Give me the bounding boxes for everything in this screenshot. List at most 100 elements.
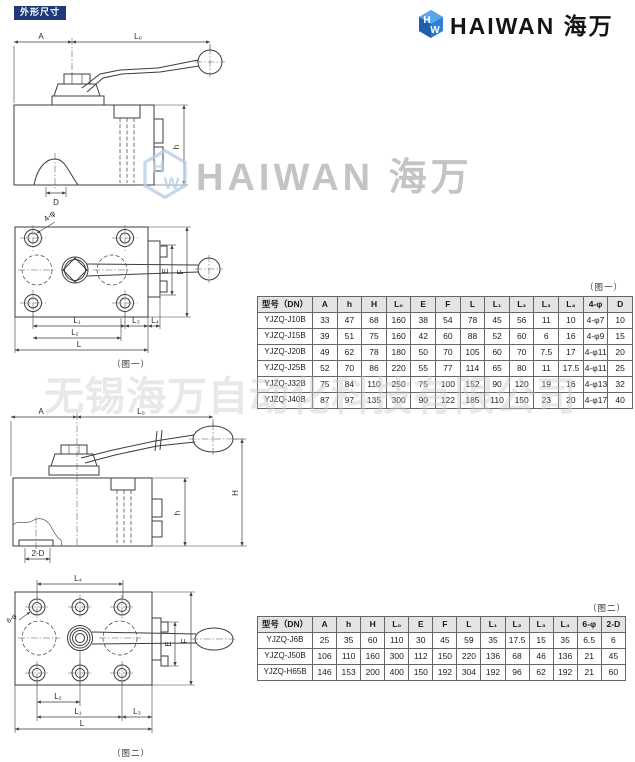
model-cell: YJZQ-J20B	[257, 344, 313, 361]
value-cell: 150	[408, 664, 434, 681]
dim-label-L: L	[77, 340, 82, 349]
value-cell: 114	[459, 360, 486, 377]
value-cell: 49	[312, 344, 338, 361]
column-header: 2-D	[600, 616, 627, 633]
value-cell: 4-φ7	[582, 312, 609, 329]
value-cell: 122	[435, 392, 461, 409]
value-cell: 112	[408, 648, 434, 665]
column-header: L₄	[552, 616, 578, 633]
value-cell: 30	[408, 632, 434, 649]
value-cell: 180	[385, 344, 412, 361]
value-cell: 35	[336, 632, 362, 649]
value-cell: 110	[384, 632, 410, 649]
model-cell: YJZQ-J40B	[257, 392, 313, 409]
model-cell: YJZQ-J15B	[257, 328, 313, 345]
model-cell: YJZQ-J6B	[257, 632, 313, 649]
dim-label-E: E	[161, 268, 170, 273]
dimension-2D	[24, 548, 51, 563]
value-cell: 15	[528, 632, 554, 649]
value-cell: 160	[385, 312, 412, 329]
lever-handle	[91, 627, 237, 651]
column-header: E	[408, 616, 434, 633]
value-cell: 16	[558, 328, 584, 345]
dim-label-D: D	[53, 198, 59, 207]
column-header: L₂	[504, 616, 530, 633]
value-cell: 150	[508, 392, 535, 409]
value-cell: 97	[336, 392, 363, 409]
value-cell: 192	[432, 664, 458, 681]
dim-label-h: h	[172, 145, 181, 149]
dimension-D	[45, 187, 67, 197]
fig2-drawing-label: （图二）	[112, 748, 151, 758]
valve-stem	[48, 444, 100, 476]
value-cell: 4-φ11	[582, 360, 609, 377]
stem-rings	[67, 625, 93, 651]
value-cell: 146	[311, 664, 338, 681]
value-cell: 250	[385, 376, 412, 393]
model-cell: YJZQ-J32B	[257, 376, 313, 393]
value-cell: 75	[312, 376, 338, 393]
table1-caption: （图一）	[585, 282, 624, 292]
dim-label-h: h	[173, 511, 182, 515]
column-header: L₀	[385, 296, 412, 313]
bottom-dimensions	[14, 651, 153, 733]
value-cell: 86	[361, 360, 387, 377]
value-cell: 20	[558, 392, 584, 409]
dim-label-L0: L₀	[137, 407, 145, 416]
dim-label-4-phi: 4-φ	[42, 209, 57, 224]
dim-label-L4: L₄	[74, 574, 82, 583]
value-cell: 45	[432, 632, 458, 649]
dim-label-E: E	[164, 641, 173, 646]
valve-body	[13, 104, 164, 190]
value-cell: 21	[576, 648, 602, 665]
side-view-drawing-fig2: A L₀	[10, 407, 247, 563]
dim-label-2D: 2-D	[32, 549, 45, 558]
value-cell: 106	[311, 648, 338, 665]
value-cell: 60	[600, 664, 627, 681]
column-header: A	[311, 616, 338, 633]
value-cell: 120	[508, 376, 535, 393]
dimension-lines	[13, 38, 211, 103]
bolt-holes	[25, 595, 134, 685]
dim-label-H: H	[231, 490, 240, 496]
dim-label-L3: L₃	[133, 707, 141, 716]
section-badge: 外形尺寸	[14, 6, 67, 20]
dimension-h-H	[152, 438, 247, 547]
value-cell: 136	[552, 648, 578, 665]
hexagon-cube-logo-icon: H W	[419, 10, 443, 38]
value-cell: 84	[336, 376, 363, 393]
brand-logo: H W HAIWAN 海万	[416, 7, 614, 41]
value-cell: 220	[385, 360, 412, 377]
value-cell: 20	[607, 344, 633, 361]
value-cell: 185	[459, 392, 486, 409]
column-header: L₀	[384, 616, 410, 633]
dim-label-L2: L₂	[71, 328, 79, 337]
value-cell: 45	[600, 648, 627, 665]
value-cell: 11	[533, 360, 560, 377]
dimension-E-F	[148, 226, 191, 318]
column-header: h	[336, 616, 362, 633]
dim-label-F: F	[180, 638, 189, 643]
value-cell: 42	[410, 328, 437, 345]
value-cell: 16	[558, 376, 584, 393]
value-cell: 40	[607, 392, 633, 409]
value-cell: 160	[360, 648, 386, 665]
model-cell: YJZQ-J50B	[257, 648, 313, 665]
lever-handle	[86, 255, 223, 283]
column-header: L₁	[480, 616, 506, 633]
dim-label-L4: L₄	[151, 316, 159, 325]
value-cell: 6.5	[576, 632, 602, 649]
value-cell: 304	[456, 664, 482, 681]
dim-label-A: A	[38, 32, 44, 41]
value-cell: 136	[480, 648, 506, 665]
column-header: A	[312, 296, 338, 313]
top-view-drawing-fig1: 4-φ	[14, 209, 223, 353]
